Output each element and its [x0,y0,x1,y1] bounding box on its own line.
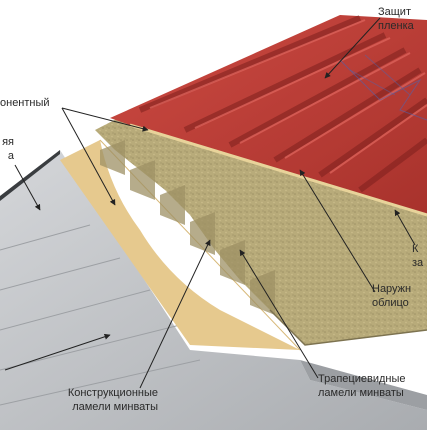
label-outer-cladding: Наружн облицо [372,283,412,309]
arrow-trapezoid-lamellas [239,249,319,379]
mineral-wool-core [95,112,427,346]
outer-profiled-sheet [110,15,427,217]
arrow-outer-cladding [299,169,376,293]
arrow-protective-film [324,17,381,79]
arrow-component-b [61,107,149,132]
label-trapezoid-lamellas: Трапециевидные ламели минваты [318,373,406,399]
label-component: онентный [0,97,50,109]
leader-arrows [4,17,416,389]
label-right-partial: К за [412,243,424,269]
label-structural-lamellas: Конструкционные ламели минваты [67,387,158,413]
arrow-bottom-left [4,333,111,371]
arrow-structural-lamellas [139,239,211,389]
arrow-left-layer [14,164,41,211]
arrow-right-layer [394,209,416,246]
label-protective-film: Защит пленка [378,6,414,32]
inner-steel-sheet [0,150,427,430]
label-left-partial: яя а [2,136,14,162]
arrow-component-a [61,107,116,206]
